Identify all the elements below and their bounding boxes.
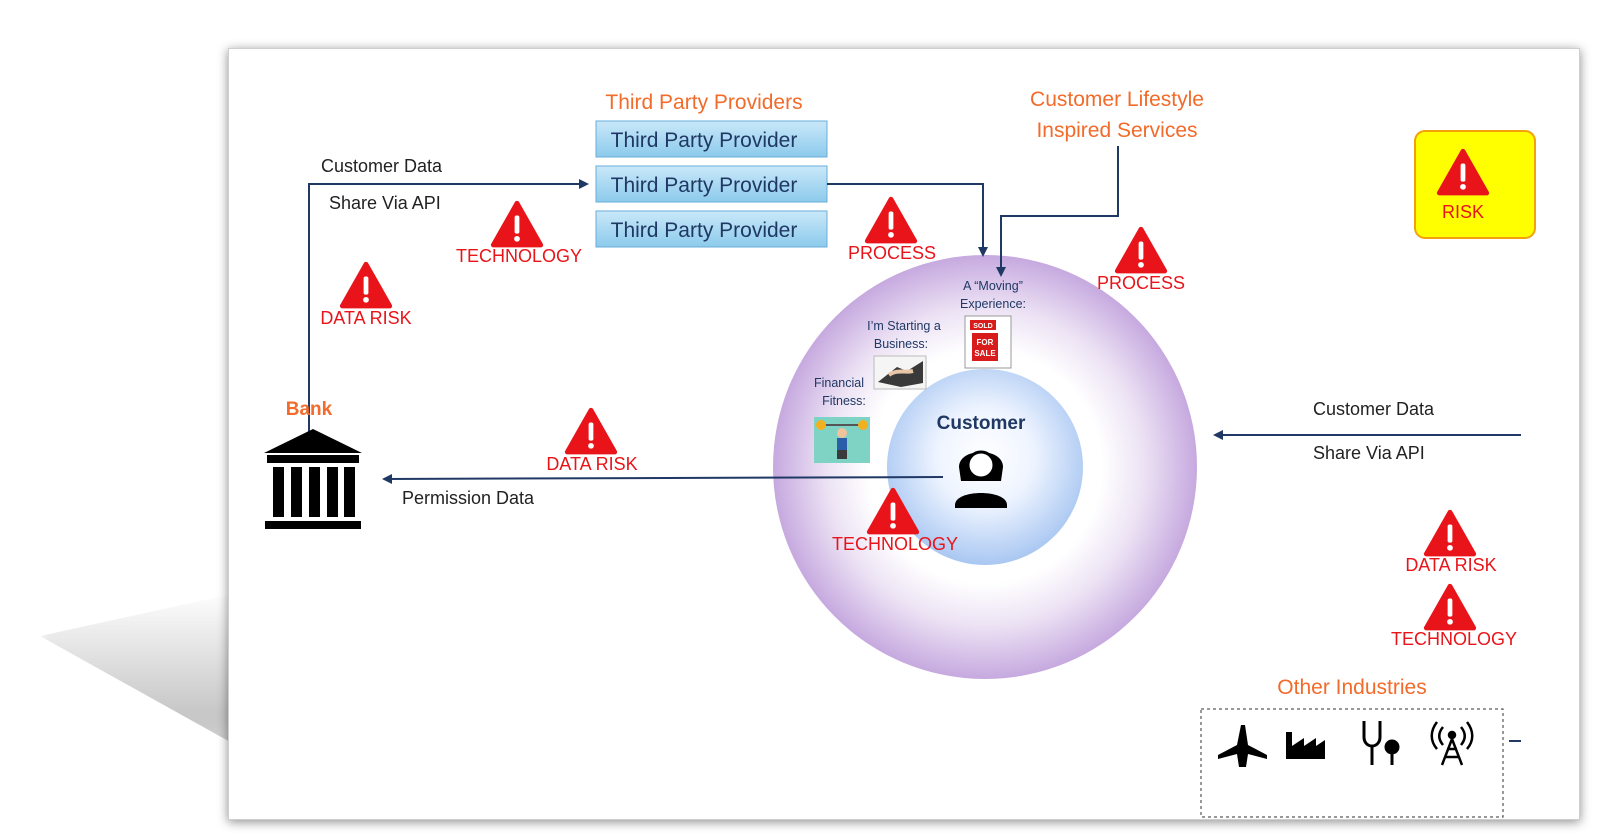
warning-icon [567, 410, 615, 452]
business-label-line1: I’m Starting a [867, 319, 941, 333]
risk-label-technology-top: TECHNOLOGY [456, 246, 582, 266]
sign-for-text: FOR [977, 338, 994, 347]
risk-label-process-mid: PROCESS [848, 243, 936, 263]
left-flow-label-line2: Share Via API [329, 193, 441, 213]
risk-label-technology-mid: TECHNOLOGY [832, 534, 958, 554]
provider-box: Third Party Provider [595, 120, 828, 158]
right-flow-label-line1: Customer Data [1313, 399, 1435, 419]
lifestyle-title-line1: Customer Lifestyle [1030, 88, 1204, 111]
provider-label: Third Party Provider [611, 129, 798, 152]
radio-tower-icon [1430, 721, 1474, 766]
factory-icon [1286, 732, 1325, 759]
lifestyle-title-line2: Inspired Services [1036, 119, 1197, 142]
connectors [308, 146, 1521, 742]
risk-label-data-risk-right: DATA RISK [1405, 555, 1496, 575]
warning-icon [493, 203, 541, 245]
risk-label-process-right: PROCESS [1097, 273, 1185, 293]
warning-icon [342, 264, 390, 306]
sign-sold-text: SOLD [973, 323, 992, 330]
for-sale-sign-icon: SOLD FOR SALE [964, 315, 1012, 369]
other-industries-title: Other Industries [1277, 676, 1426, 699]
provider-box: Third Party Provider [595, 210, 828, 248]
moving-label-line2: Experience: [960, 297, 1026, 311]
provider-to-customer-arrow [827, 183, 988, 257]
bank-to-provider-arrow [308, 179, 589, 449]
third-party-title: Third Party Providers [605, 91, 802, 114]
bank-label: Bank [286, 399, 333, 420]
risk-label-data-risk-mid: DATA RISK [546, 454, 637, 474]
airplane-icon [1218, 725, 1267, 767]
permission-data-arrow [382, 473, 944, 484]
left-flow-label-line1: Customer Data [321, 156, 443, 176]
provider-label: Third Party Provider [611, 219, 798, 242]
warning-icon [1426, 586, 1474, 628]
right-flow-label-line2: Share Via API [1313, 443, 1425, 463]
moving-label-line1: A “Moving” [963, 279, 1023, 293]
handshake-icon [873, 355, 927, 390]
weightlifter-icon [814, 417, 870, 463]
bank-icon [264, 429, 362, 529]
risk-legend: RISK [1414, 130, 1536, 239]
fitness-label-line2: Fitness: [822, 394, 866, 408]
ecosystem-diagram: Third Party Providers Third Party Provid… [264, 88, 1536, 818]
provider-box: Third Party Provider [595, 165, 828, 203]
customer-label: Customer [937, 413, 1026, 434]
warning-icon [867, 199, 915, 241]
sign-sale-text: SALE [974, 349, 996, 358]
risk-label-data-risk-left: DATA RISK [320, 308, 411, 328]
warning-icon [1117, 229, 1165, 271]
slide: Third Party Providers Third Party Provid… [228, 48, 1580, 820]
business-label-line2: Business: [874, 337, 928, 351]
risk-label-technology-right: TECHNOLOGY [1391, 629, 1517, 649]
lifestyle-to-customer-arrow [996, 146, 1119, 277]
warning-icon [1426, 512, 1474, 554]
stethoscope-icon [1362, 721, 1400, 765]
person-icon [955, 450, 1007, 508]
provider-label: Third Party Provider [611, 174, 798, 197]
risk-legend-label: RISK [1442, 202, 1484, 222]
permission-data-label: Permission Data [402, 488, 535, 508]
other-industries-box [1200, 708, 1504, 818]
fitness-label-line1: Financial [814, 376, 864, 390]
